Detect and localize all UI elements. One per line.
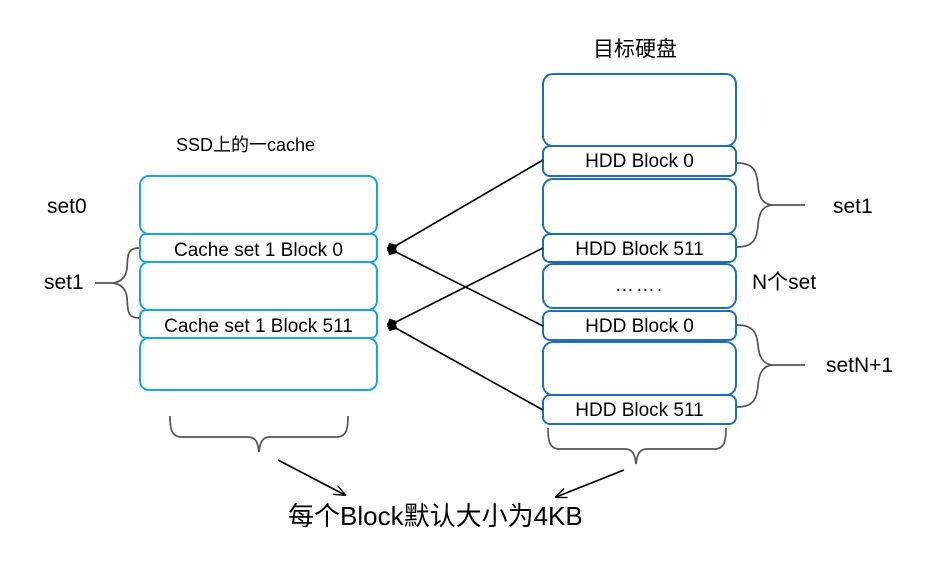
hdd-box-1[interactable] (542, 145, 737, 177)
hdd-column-heading: 目标硬盘 (593, 38, 677, 61)
cache-box-4[interactable] (139, 337, 378, 391)
hdd-box-0[interactable] (542, 73, 737, 147)
mapping-arrow-hdd0b-to-cacheblock0 (386, 244, 544, 327)
hdd-box-4[interactable] (542, 263, 737, 309)
hdd-box-6[interactable] (542, 341, 737, 396)
cache-box-group (139, 175, 378, 391)
brace-right-set1 (736, 162, 805, 248)
annotation-right-n-sets: N个set (752, 271, 817, 294)
brace-left-set1 (95, 247, 140, 319)
mapping-arrow-hdd511b-to-cacheblock511 (386, 320, 544, 411)
cache-box-label-1: Cache set 1 Block 0 (174, 240, 343, 261)
annotation-right-set1: set1 (833, 195, 873, 218)
caption-arrow-left (277, 459, 345, 495)
annotation-left-set0: set0 (47, 195, 87, 218)
mapping-arrow-hdd0-to-cacheblock0 (386, 159, 544, 254)
brace-bottom-hdd (547, 427, 727, 465)
hdd-box-label-1: HDD Block 0 (585, 151, 694, 172)
cache-box-0[interactable] (139, 175, 378, 235)
caption-arrow-right (556, 469, 625, 497)
mapping-arrow-group (386, 159, 544, 411)
cache-box-2[interactable] (139, 261, 378, 311)
annotation-right-setn1: setN+1 (826, 354, 894, 377)
hdd-box-label-5: HDD Block 0 (585, 316, 694, 337)
annotation-left-set1: set1 (44, 271, 84, 294)
brace-right-setn1 (736, 324, 805, 408)
mapping-arrow-hdd511-to-cacheblock511 (386, 247, 544, 330)
brace-bottom-cache (169, 415, 349, 453)
hdd-box-label-ellipsis: ……. (614, 275, 665, 296)
bottom-caption: 每个Block默认大小为4KB (288, 501, 583, 531)
hdd-box-label-3: HDD Block 511 (575, 239, 704, 260)
hdd-box-label-7: HDD Block 511 (575, 400, 704, 421)
cache-box-label-3: Cache set 1 Block 511 (164, 316, 353, 337)
hdd-box-2[interactable] (542, 178, 737, 235)
hdd-box-group (542, 73, 737, 425)
cache-column-heading: SSD上的一cache (176, 135, 316, 155)
